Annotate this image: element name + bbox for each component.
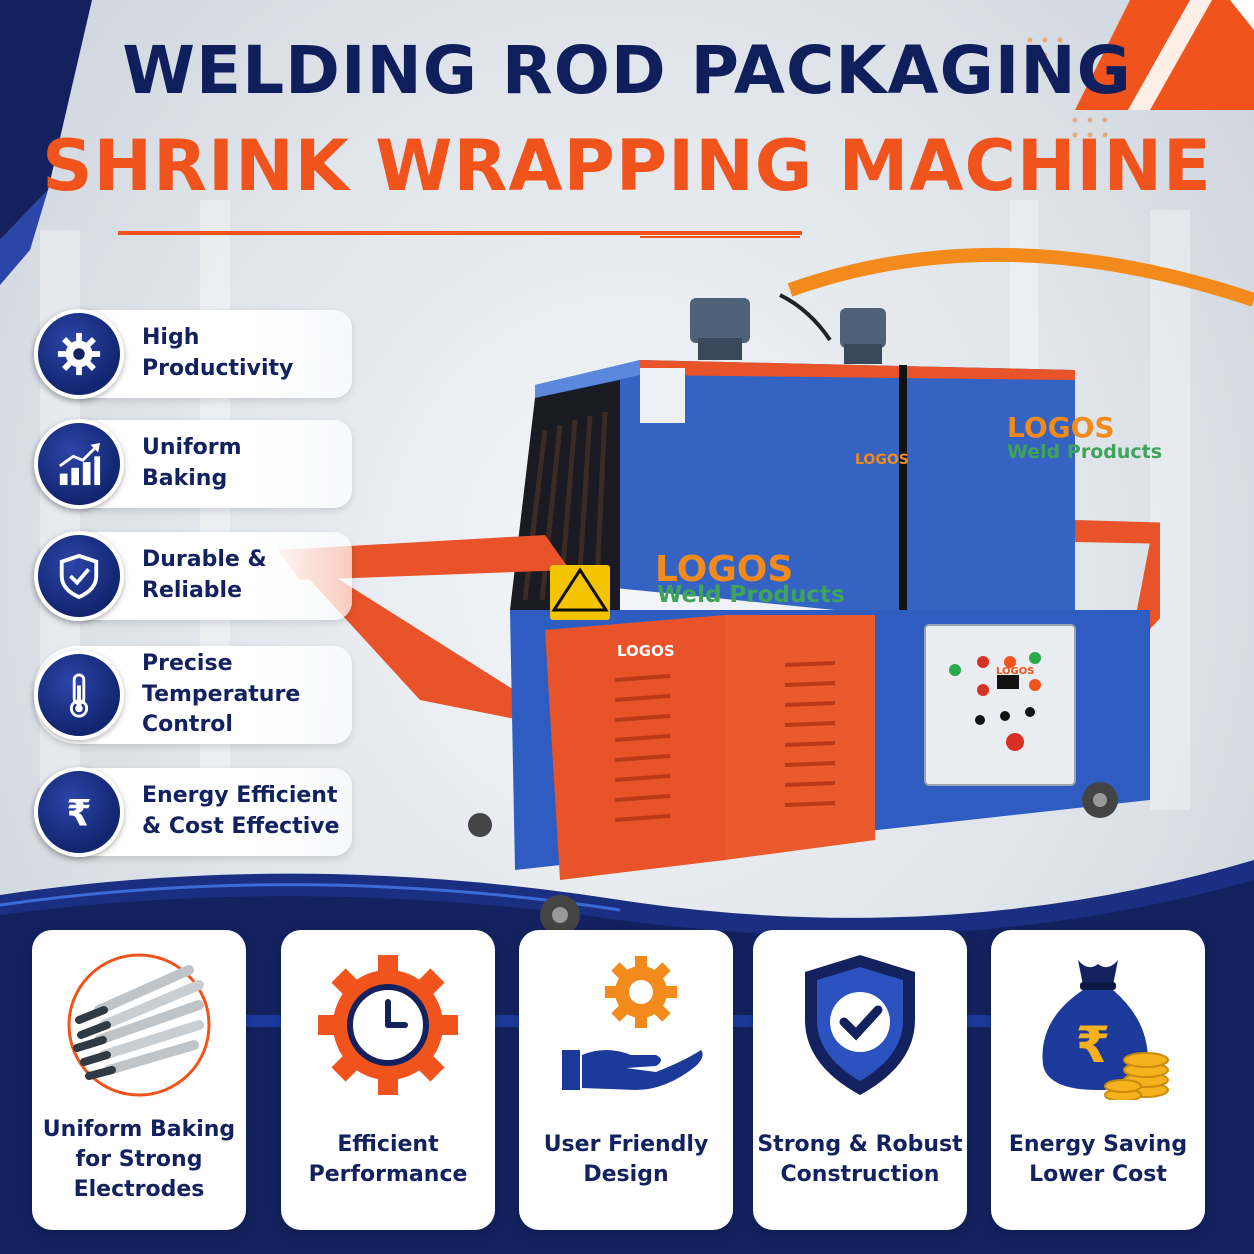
brand-large-name: LOGOS [655,549,794,590]
shield-check-icon [34,531,124,621]
card-user-friendly: User Friendly Design [519,930,733,1230]
headline-line1: WELDING ROD PACKAGING [122,32,1132,109]
rupee-icon: ₹ [34,767,124,857]
feature-item-energy: ₹ Energy Efficient & Cost Effective [34,767,352,857]
card-electrodes: Uniform Baking for Strong Electrodes [32,930,246,1230]
feature-item-temperature: Precise Temperature Control [34,646,352,744]
shrink-wrapping-machine [278,293,1160,935]
feature-label: Uniform Baking [142,435,242,491]
svg-text:₹: ₹ [1076,1016,1111,1074]
card-robust: Strong & Robust Construction [753,930,967,1230]
card-performance: Efficient Performance [281,930,495,1230]
motor-left [690,298,750,360]
welding-rods-icon [67,953,211,1097]
feature-label: Energy Efficient & Cost Effective [142,783,340,839]
brand-small-door: LOGOS [617,642,675,660]
brand-small-panel: LOGOS [996,666,1035,677]
gear-clock-icon [318,955,458,1095]
svg-text:₹: ₹ [66,791,91,834]
card-label: Efficient Performance [308,1132,468,1187]
gear-icon [34,309,124,399]
card-label: Strong & Robust Construction [757,1132,963,1187]
hand-gear-icon [562,956,703,1090]
brand-small-top: LOGOS [855,452,909,468]
brand-side-name: LOGOS [1007,411,1115,444]
control-panel-buttons [949,652,1041,751]
shield-check-icon [805,955,915,1095]
feature-label: Durable & Reliable [142,547,267,603]
feature-label: High Productivity [142,325,294,381]
feature-item-baking: Uniform Baking [34,419,352,509]
card-label: Energy Saving Lower Cost [1008,1132,1188,1187]
headline-line2: SHRINK WRAPPING MACHINE [42,125,1212,207]
growth-chart-icon [34,419,124,509]
card-energy-saving: ₹ Energy Saving Lower Cost [991,930,1205,1230]
thermometer-icon [34,650,124,740]
brand-side-tagline: Weld Products [1007,441,1163,463]
motor-right [840,308,886,364]
brand-large-tagline: Weld Products [657,582,845,608]
card-label: Uniform Baking for Strong Electrodes [42,1117,236,1202]
feature-item-durable: Durable & Reliable [34,531,352,621]
card-label: User Friendly Design [543,1132,709,1187]
money-bag-icon: ₹ [1042,960,1169,1100]
feature-label: Precise Temperature Control [142,650,301,738]
feature-item-productivity: High Productivity [34,309,352,399]
